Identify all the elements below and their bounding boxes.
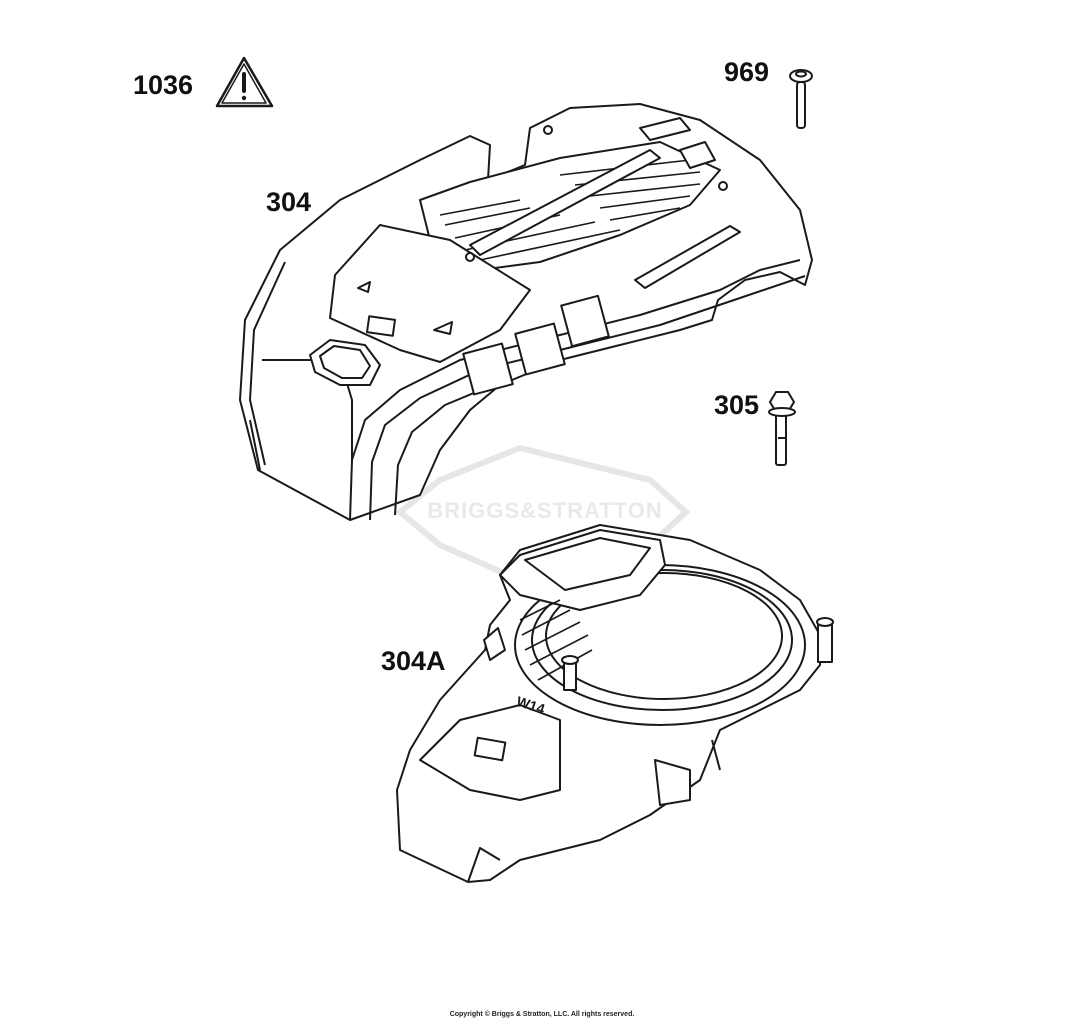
copyright-notice: Copyright © Briggs & Stratton, LLC. All … [449, 1011, 635, 1018]
label-part-305: 305 [714, 390, 760, 420]
part-marking-text: W14 [515, 693, 548, 717]
label-part-1036: 1036 [133, 70, 194, 100]
watermark-brand-text: BRIGGS&STRATTON [427, 498, 663, 523]
label-part-304: 304 [266, 187, 312, 217]
part-marking: W14 [515, 693, 548, 717]
warning-icon [215, 56, 274, 108]
bolt-305-drawing [768, 391, 796, 466]
label-part-969: 969 [724, 57, 770, 87]
blower-housing-304-drawing [239, 103, 813, 521]
watermark-logo [395, 444, 691, 584]
screw-969-drawing [789, 69, 813, 129]
label-part-304a: 304A [381, 646, 446, 676]
housing-304a-drawing [396, 524, 834, 883]
